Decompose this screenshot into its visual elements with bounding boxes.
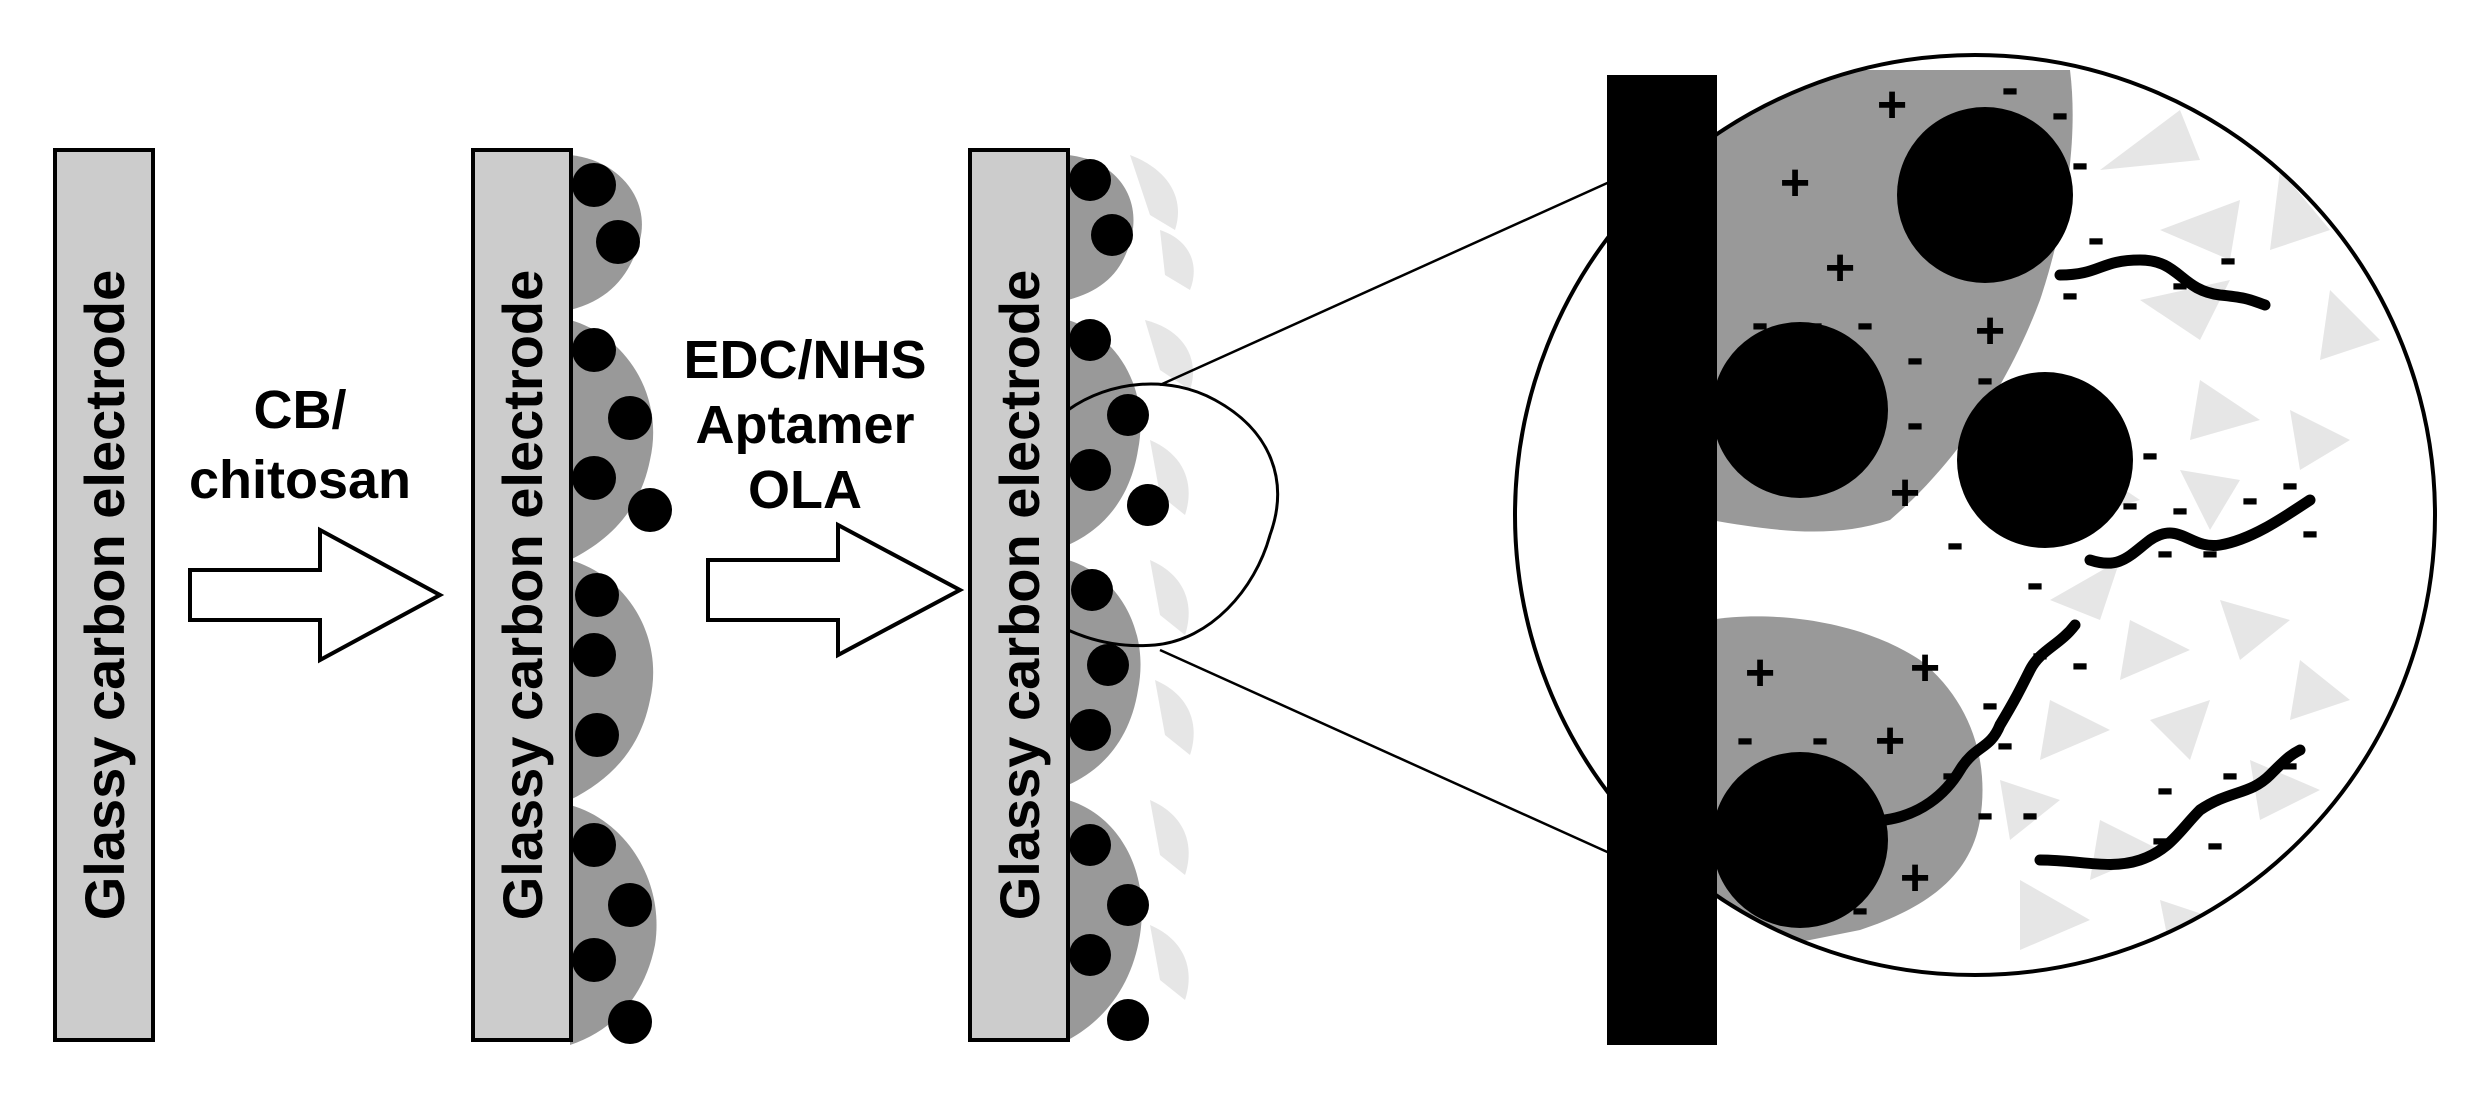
charge-negative: - (1981, 674, 1998, 732)
aptamer-strand (2054, 254, 2271, 311)
charge-negative: - (2301, 502, 2318, 560)
magnified-circle-outline (1513, 53, 2437, 977)
charge-negative: - (1851, 879, 1868, 937)
charge-negative: - (2021, 784, 2038, 842)
step-label-line: OLA (748, 460, 862, 520)
electrode-label: Glassy carbon electrode (491, 270, 554, 921)
chitosan-layer (1068, 155, 1142, 1040)
electrode-functionalized: Glassy carbon electrode (968, 148, 1194, 1042)
charge-negative: - (2171, 479, 2188, 537)
charge-negative: - (2131, 226, 2148, 284)
aptamer-strand (2034, 744, 2306, 870)
charge-positive: + (1975, 302, 2005, 360)
step-edc-nhs-aptamer-ola: EDC/NHS Aptamer OLA (683, 330, 965, 659)
charge-negative: - (2156, 522, 2173, 580)
charge-negative: - (1811, 709, 1828, 767)
electrode-cb-chitosan: Glassy carbon electrode (471, 148, 672, 1045)
charge-negative: - (2156, 759, 2173, 817)
charge-negative: - (1996, 714, 2013, 772)
charge-positive: + (1877, 76, 1907, 134)
charge-negative: - (2061, 264, 2078, 322)
charge-positive: + (1745, 644, 1775, 702)
step-label-line: EDC/NHS (683, 330, 926, 390)
zoom-guide-line (1159, 173, 1626, 387)
carbon-black-particles (1712, 107, 2133, 928)
charge-negative: - (2001, 59, 2018, 117)
charge-negative: - (1906, 394, 1923, 452)
charge-negative: - (2281, 734, 2298, 792)
zoom-guide-line (1159, 648, 1626, 862)
charge-negative: - (1806, 294, 1823, 352)
surface-charges: + + + + + + + + + - - - - - - - - - - - (1736, 59, 2318, 937)
charge-negative: - (2031, 624, 2048, 682)
charge-negative: - (1856, 294, 1873, 352)
aptamer-strands (1879, 254, 2316, 870)
charge-negative: - (2151, 809, 2168, 867)
charge-negative: - (2087, 209, 2104, 267)
charge-negative: - (1906, 329, 1923, 387)
charge-negative: - (2221, 744, 2238, 802)
arrow-right-icon (188, 526, 445, 664)
charge-positive: + (1900, 849, 1930, 907)
electrode-body (968, 148, 1070, 1042)
charge-negative: - (1976, 784, 1993, 842)
carbon-black-particles (572, 163, 672, 1044)
step-label-line: chitosan (189, 450, 411, 510)
charge-negative: - (1736, 709, 1753, 767)
charge-negative: - (2071, 634, 2088, 692)
electrode-bare: Glassy carbon electrode (53, 148, 155, 1042)
aptamer-strand (2084, 494, 2316, 569)
charge-negative: - (2201, 522, 2218, 580)
charge-negative: - (1751, 294, 1768, 352)
charge-negative: - (2206, 814, 2223, 872)
charge-negative: - (2219, 229, 2236, 287)
step-label-line: CB/ (254, 380, 347, 440)
charge-negative: - (2241, 469, 2258, 527)
aptamer-ola-layer (1130, 155, 1194, 1000)
charge-positive: + (1780, 154, 1810, 212)
electrode-label: Glassy carbon electrode (73, 270, 136, 921)
aptamer-strand (1879, 619, 2081, 826)
charge-negative: - (1946, 514, 1963, 572)
step-label-line: Aptamer (695, 395, 914, 455)
electrode-cross-section (1607, 75, 1717, 1045)
charge-negative: - (2121, 474, 2138, 532)
charge-positive: + (1825, 239, 1855, 297)
step-cb-chitosan: CB/ chitosan (188, 380, 445, 664)
charge-positive: + (1910, 639, 1940, 697)
charge-positive: + (1875, 712, 1905, 770)
electrode-label: Glassy carbon electrode (988, 270, 1051, 921)
charge-negative: - (1976, 349, 1993, 407)
charge-negative: - (2026, 554, 2043, 612)
electrode-body (471, 148, 573, 1042)
charge-negative: - (1941, 744, 1958, 802)
electrode-body (53, 148, 155, 1042)
charge-positive: + (1890, 464, 1920, 522)
zoom-callout (1067, 173, 1626, 862)
magnified-view: + + + + + + + + + - - - - - - - - - - - (1513, 53, 2437, 1045)
charge-negative: - (2051, 84, 2068, 142)
charge-negative: - (2141, 424, 2158, 482)
charge-negative: - (2281, 454, 2298, 512)
charge-negative: - (2171, 254, 2188, 312)
carbon-black-particles (1069, 159, 1169, 1041)
charge-negative: - (2071, 134, 2088, 192)
arrow-right-icon (706, 521, 965, 659)
zoom-region-outline (1067, 382, 1279, 648)
